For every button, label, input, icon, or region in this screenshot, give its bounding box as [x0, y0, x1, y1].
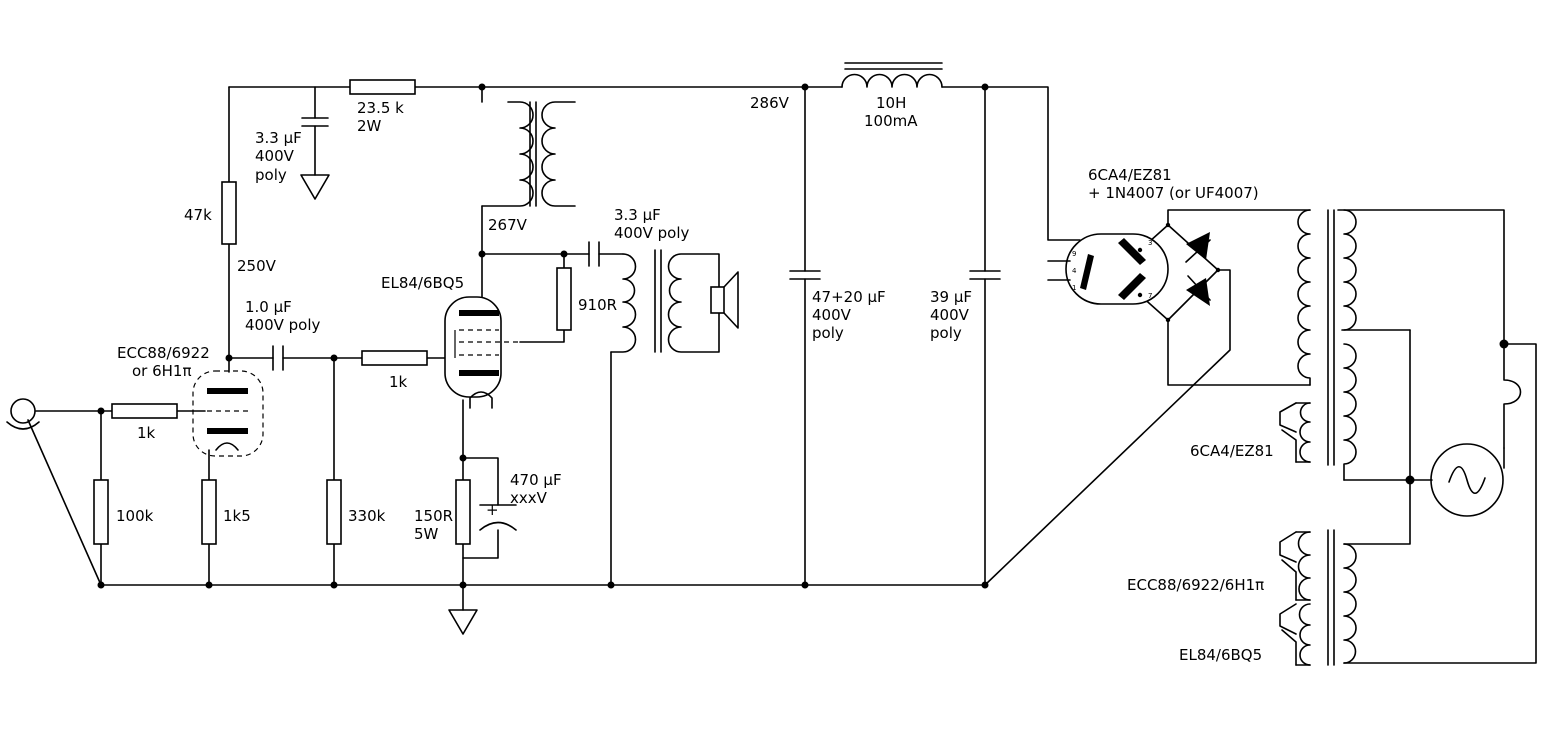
label-v-286: 286V — [750, 94, 790, 112]
label-c-3u3-a-volt: 400V — [255, 147, 295, 165]
label-c-470: 470 µF — [510, 471, 562, 489]
tube-ecc88 — [192, 370, 264, 457]
label-c-3u3-b: 3.3 µF — [614, 206, 661, 224]
resistors — [93, 79, 572, 545]
label-heater-rect: 6CA4/EZ81 — [1190, 442, 1274, 460]
label-c-47-20-type: poly — [812, 324, 844, 342]
label-r-910: 910R — [578, 296, 617, 314]
bridge-diodes — [1185, 232, 1211, 306]
label-choke-l: 10H — [876, 94, 906, 112]
label-heater-el: EL84/6BQ5 — [1179, 646, 1262, 664]
label-pin-7: 7 — [1148, 292, 1152, 300]
label-c-47-20-volt: 400V — [812, 306, 852, 324]
label-r-23k5: 23.5 k — [357, 99, 404, 117]
label-c-39: 39 µF — [930, 288, 972, 306]
capacitor-3u3-output — [588, 241, 600, 267]
capacitor-39u — [969, 270, 1001, 280]
label-pin-9: 9 — [1072, 250, 1076, 258]
ac-source-icon — [1430, 443, 1504, 517]
label-r-100k: 100k — [116, 507, 154, 525]
label-r-150-power: 5W — [414, 525, 439, 543]
capacitor-1u0-coupling — [272, 345, 284, 371]
capacitors — [272, 117, 1001, 531]
heater-symbols — [1279, 402, 1297, 666]
label-c-3u3-a-type: poly — [255, 166, 287, 184]
label-v1-type: ECC88/6922 — [117, 344, 210, 362]
label-choke-i: 100mA — [864, 112, 918, 130]
junction-dots — [97, 83, 1509, 589]
label-rect-type: 6CA4/EZ81 — [1088, 166, 1172, 184]
label-c-39-type: poly — [930, 324, 962, 342]
label-c-47-20: 47+20 µF — [812, 288, 886, 306]
resistor-1k-grid — [361, 350, 428, 366]
label-r-330k: 330k — [348, 507, 386, 525]
rectifier-tube — [1047, 233, 1169, 305]
label-pin-1: 1 — [1072, 284, 1076, 292]
resistor-150r — [455, 479, 471, 545]
label-r-150: 150R — [414, 507, 453, 525]
label-pin-3: 3 — [1148, 239, 1152, 247]
label-c-39-volt: 400V — [930, 306, 970, 324]
tube-el84 — [444, 296, 520, 409]
label-v-267: 267V — [488, 216, 528, 234]
resistor-330k — [326, 479, 342, 545]
label-v-250: 250V — [237, 257, 277, 275]
choke-10h — [841, 62, 943, 88]
capacitor-470u — [479, 504, 517, 531]
output-transformer-top — [481, 101, 576, 207]
label-r-1k5: 1k5 — [223, 507, 251, 525]
label-r-47k: 47k — [184, 206, 212, 224]
label-c-3u3-b-rating: 400V poly — [614, 224, 690, 242]
power-transformer — [1297, 209, 1357, 666]
label-c-470-volt: xxxV — [510, 489, 548, 507]
label-rect-diodes: + 1N4007 (or UF4007) — [1088, 184, 1259, 202]
label-pin-4: 4 — [1072, 267, 1077, 275]
output-transformer-speaker — [610, 249, 720, 353]
ground-symbol-main — [448, 609, 478, 635]
label-c-1u0: 1.0 µF — [245, 298, 292, 316]
resistor-100k — [93, 479, 109, 545]
resistor-23k5 — [349, 79, 416, 95]
capacitor-47-20u — [789, 270, 821, 280]
ground-symbol-decoupling — [300, 174, 330, 200]
label-v2-type: EL84/6BQ5 — [381, 274, 464, 292]
label-r-1k-input: 1k — [137, 424, 156, 442]
capacitor-3u3-decoupling — [301, 117, 329, 127]
labels: 23.5 k 2W 3.3 µF 400V poly 47k 250V 1.0 … — [116, 94, 1274, 664]
label-c-1u0-rating: 400V poly — [245, 316, 321, 334]
resistor-47k — [221, 181, 237, 245]
input-jack-icon — [6, 398, 40, 430]
label-heater-ecc: ECC88/6922/6H1π — [1127, 576, 1264, 594]
resistor-910r — [556, 267, 572, 331]
label-r-1k-grid: 1k — [389, 373, 408, 391]
wires — [27, 86, 1537, 666]
label-plus-sign: + — [486, 501, 499, 519]
resistor-1k5 — [201, 479, 217, 545]
label-c-3u3-a: 3.3 µF — [255, 129, 302, 147]
speaker-icon — [710, 271, 739, 329]
label-r-23k5-power: 2W — [357, 117, 382, 135]
label-v1-alt: or 6H1π — [132, 362, 192, 380]
resistor-1k-input — [111, 403, 178, 419]
